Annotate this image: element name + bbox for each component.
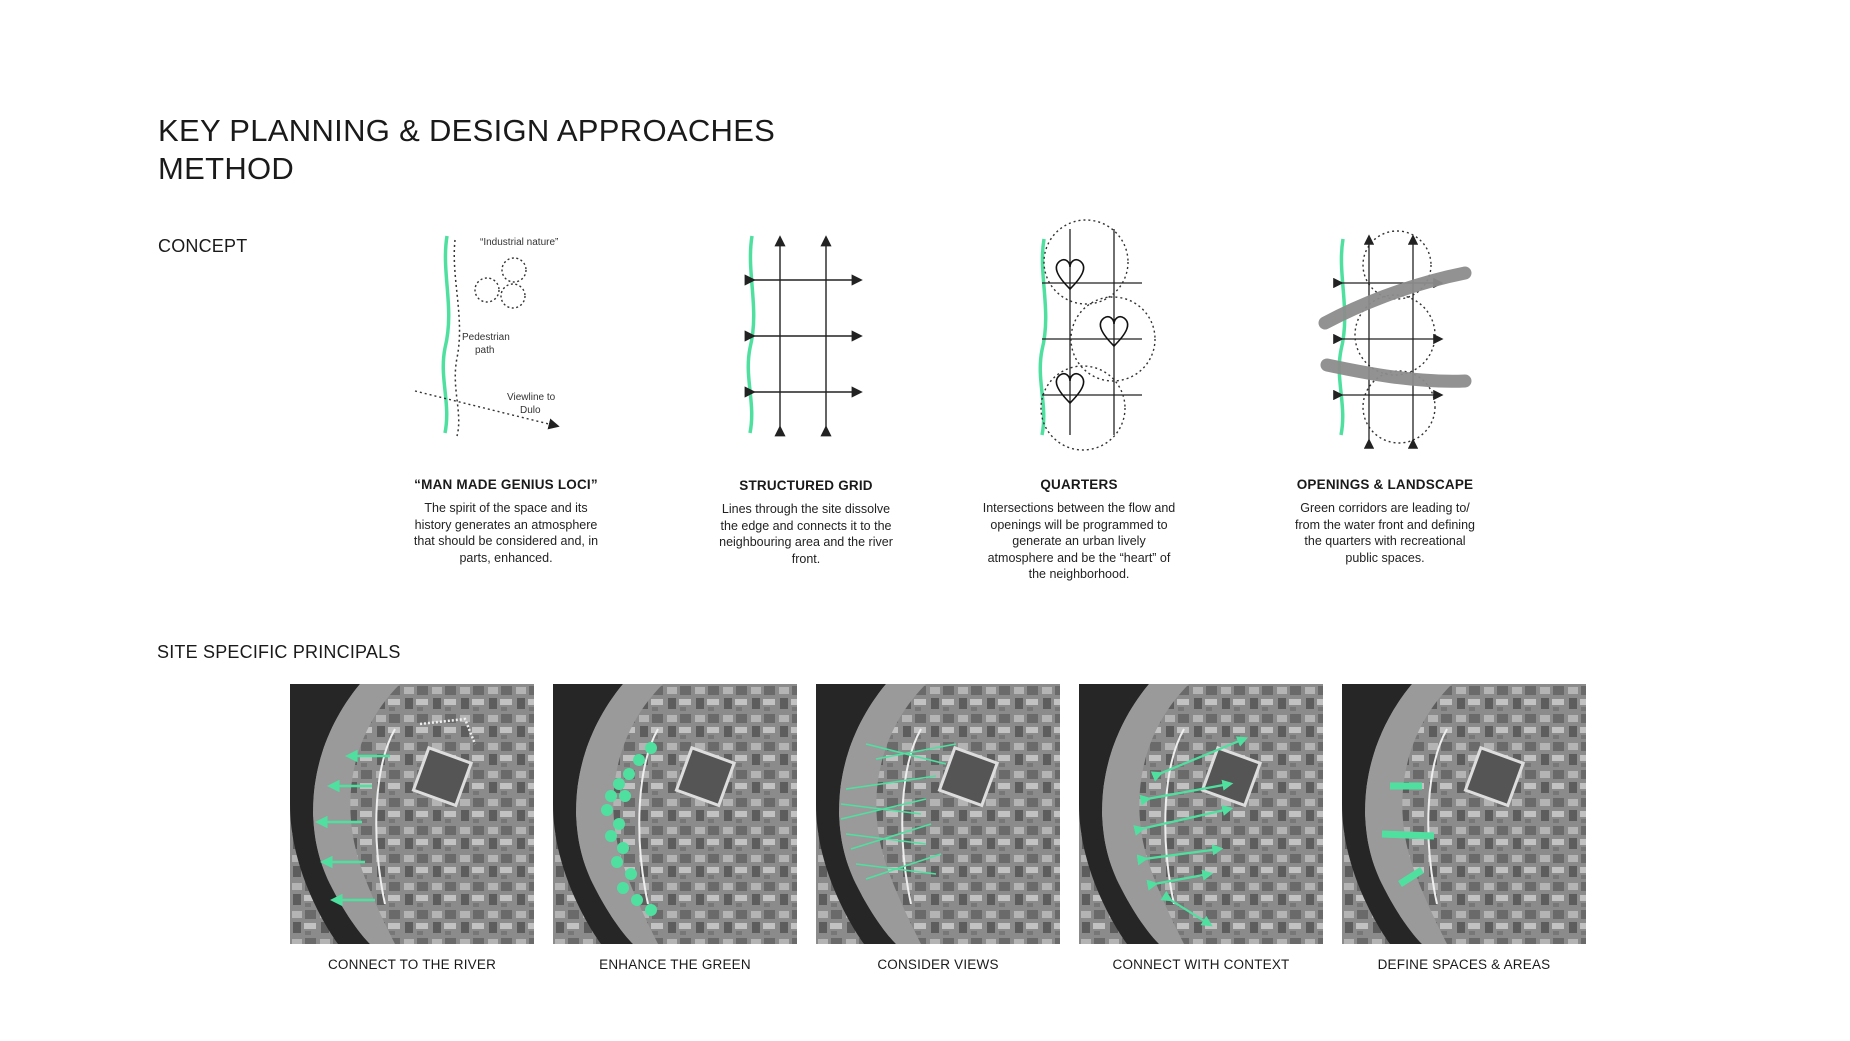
concept-heading: QUARTERS (1040, 477, 1118, 492)
caption-consider-views: CONSIDER VIEWS (877, 957, 999, 972)
viewline-label: Viewline to (507, 392, 556, 403)
concept-heading: “MAN MADE GENIUS LOCI” (414, 477, 598, 492)
river (816, 684, 896, 944)
quarter-circle (1362, 370, 1436, 444)
river (1342, 684, 1422, 944)
concept-description: Green corridors are leading to/ from the… (1295, 501, 1475, 565)
caption-enhance-green: ENHANCE THE GREEN (599, 957, 751, 972)
quarter-circle (1070, 296, 1156, 382)
green-corridor-stroke (1318, 266, 1472, 330)
concept-section-label: CONCEPT (158, 236, 248, 256)
concept-heading: STRUCTURED GRID (739, 478, 873, 493)
quarter-circle (1362, 230, 1432, 300)
industrial-nature-label: “Industrial nature” (480, 237, 558, 248)
industrial-circle (501, 257, 527, 283)
caption-define-spaces: DEFINE SPACES & AREAS (1377, 957, 1551, 972)
concept-structured-grid: STRUCTURED GRID Lines through the site d… (691, 478, 921, 567)
heart-icon (1055, 258, 1085, 291)
pedestrian-path-line (453, 239, 461, 437)
aerial-enhance-green (553, 684, 797, 944)
heart-icon (1055, 372, 1085, 405)
concept-openings-landscape: OPENINGS & LANDSCAPE Green corridors are… (1270, 477, 1500, 566)
page-title: KEY PLANNING & DESIGN APPROACHES METHOD (158, 112, 775, 188)
quarters-diagram (1038, 219, 1156, 451)
aerial-connect-river (290, 684, 534, 944)
caption-connect-river: CONNECT TO THE RIVER (327, 957, 497, 972)
caption-connect-context: CONNECT WITH CONTEXT (1112, 957, 1290, 972)
aerial-consider-views (816, 684, 1060, 944)
river (553, 684, 633, 944)
concept-heading: OPENINGS & LANDSCAPE (1296, 477, 1474, 492)
concept-description: Intersections between the flow and openi… (982, 501, 1176, 581)
quarter-circle (1043, 219, 1129, 305)
green-corridor-stroke (1320, 358, 1472, 388)
openings-landscape-diagram (1318, 230, 1472, 449)
riverbank-line (746, 235, 756, 434)
pedestrian-path-label: Pedestrian (462, 332, 510, 343)
riverbank-line (441, 235, 451, 434)
viewline-arrow (414, 390, 560, 430)
riverbank-line (1038, 238, 1048, 436)
pedestrian-path-label-2: path (475, 345, 494, 356)
river (290, 684, 370, 944)
heart-icon (1099, 315, 1129, 348)
quarter-circle (1040, 365, 1126, 451)
aerial-define-spaces (1342, 684, 1586, 944)
title-line-1: KEY PLANNING & DESIGN APPROACHES (158, 113, 776, 148)
site-section-label: SITE SPECIFIC PRINCIPALS (157, 642, 401, 662)
river (1079, 684, 1159, 944)
riverbank-line (1337, 238, 1347, 436)
concept-quarters: QUARTERS Intersections between the flow … (964, 477, 1194, 583)
concept-genius-loci: “MAN MADE GENIUS LOCI” The spirit of the… (391, 477, 621, 566)
viewline-label-2: Dulo (520, 405, 541, 416)
aerial-connect-context (1079, 684, 1323, 944)
industrial-circle (474, 277, 500, 303)
structured-grid-diagram (744, 235, 863, 437)
genius-loci-diagram: “Industrial nature” Pedestrian path View… (414, 235, 560, 437)
concept-description: Lines through the site dissolve the edge… (719, 502, 893, 566)
title-line-2: METHOD (158, 151, 295, 186)
concept-description: The spirit of the space and its history … (413, 501, 599, 565)
industrial-circle (500, 283, 526, 309)
